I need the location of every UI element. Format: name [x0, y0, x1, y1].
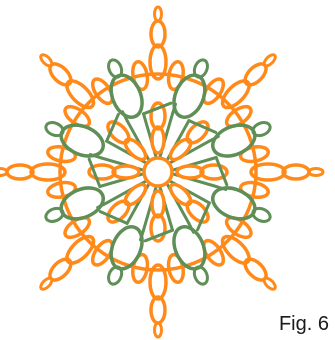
orange-ring [283, 165, 309, 179]
orange-picot [309, 169, 323, 176]
orange-ring [177, 166, 203, 178]
green-picot [192, 265, 210, 286]
green-picot [44, 206, 65, 224]
orange-picot [39, 276, 54, 291]
orange-ring [151, 21, 165, 47]
green-chain [189, 223, 194, 232]
green-picot [192, 58, 210, 79]
snowflake-motif [0, 7, 323, 337]
orange-ring [151, 297, 165, 323]
green-chain [98, 203, 107, 208]
green-picot [251, 120, 272, 138]
center-ring [144, 158, 172, 186]
orange-ring [167, 136, 194, 163]
orange-picot [155, 7, 162, 21]
orange-picot [39, 53, 54, 68]
orange-ring [122, 181, 149, 208]
figure-caption: Fig. 6 [279, 313, 329, 336]
green-picot [106, 58, 124, 79]
orange-picot [0, 169, 7, 176]
orange-picot [262, 53, 277, 68]
orange-picot [262, 276, 277, 291]
green-picot [251, 206, 272, 224]
green-chain [123, 112, 128, 121]
green-picot [44, 120, 65, 138]
green-chain [209, 137, 218, 142]
orange-picot [155, 323, 162, 337]
orange-ring [113, 166, 139, 178]
green-picot [106, 265, 124, 286]
orange-ring [122, 136, 149, 163]
orange-ring [152, 127, 164, 153]
orange-ring [167, 181, 194, 208]
orange-ring [7, 165, 33, 179]
orange-ring [152, 191, 164, 217]
